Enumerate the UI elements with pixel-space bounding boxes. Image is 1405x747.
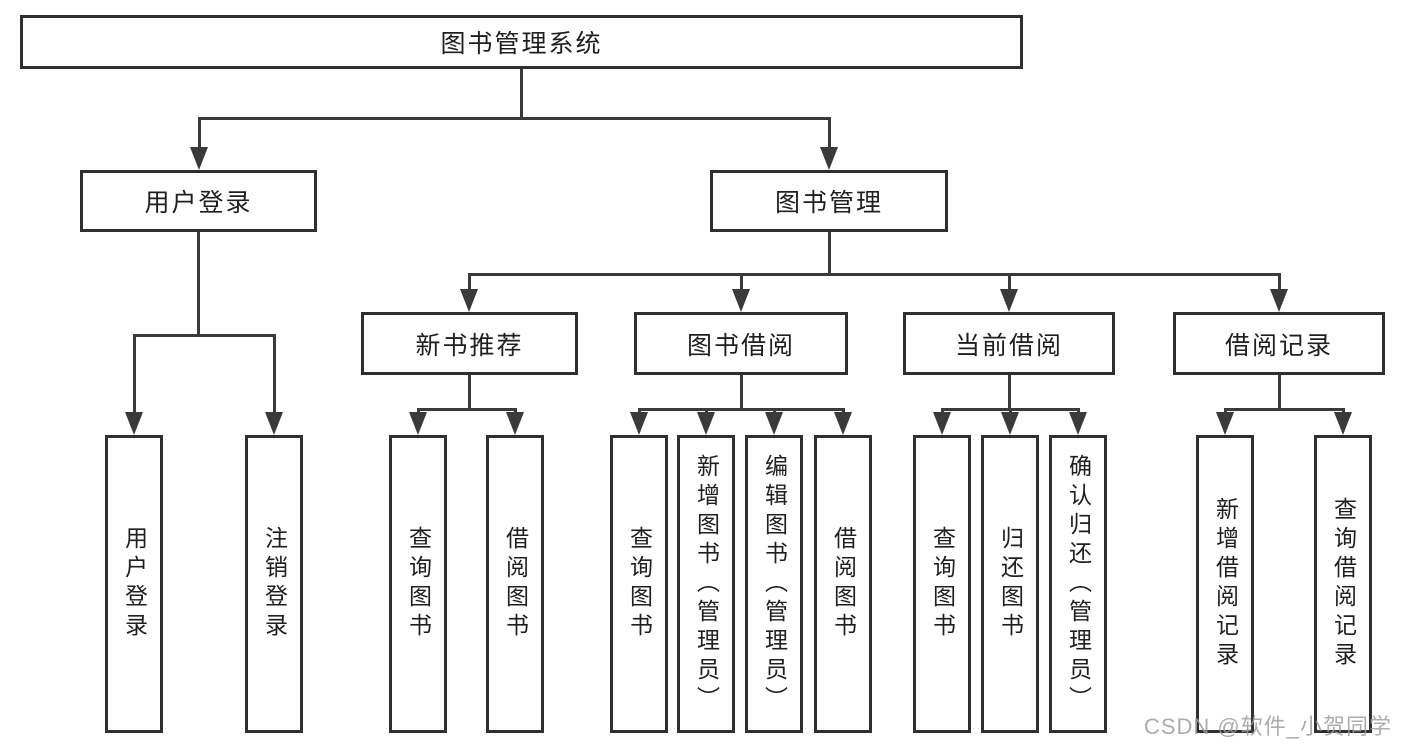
connector-line xyxy=(416,409,420,414)
connector-line xyxy=(132,333,276,337)
node-leaf-query-books-borrowing: 查询图书 xyxy=(610,435,668,733)
node-leaf-user-login: 用户登录 xyxy=(105,435,163,733)
node-label: 新增图书（管理员） xyxy=(693,453,720,715)
node-new-book-recommendation: 新书推荐 xyxy=(361,312,578,375)
node-label: 用户登录 xyxy=(121,526,148,642)
connector-line xyxy=(1277,274,1281,291)
node-leaf-add-borrow-record: 新增借阅记录 xyxy=(1196,435,1254,733)
connector-line xyxy=(1277,375,1281,409)
connector-line xyxy=(739,274,743,291)
connector-line xyxy=(637,409,641,414)
arrowhead-down-icon xyxy=(765,412,783,435)
node-label: 编辑图书（管理员） xyxy=(761,453,788,715)
arrowhead-down-icon xyxy=(460,289,478,312)
connector-line xyxy=(841,409,845,414)
node-label: 查询借阅记录 xyxy=(1330,497,1357,671)
node-leaf-return-books: 归还图书 xyxy=(981,435,1039,733)
arrowhead-down-icon xyxy=(190,147,208,170)
node-leaf-logout: 注销登录 xyxy=(245,435,303,733)
arrowhead-down-icon xyxy=(933,412,951,435)
arrowhead-down-icon xyxy=(1216,412,1234,435)
arrowhead-down-icon xyxy=(409,412,427,435)
connector-line xyxy=(467,272,1281,276)
node-user-login: 用户登录 xyxy=(80,170,317,232)
connector-line xyxy=(467,274,471,291)
node-leaf-borrow-books-recommend: 借阅图书 xyxy=(486,435,544,733)
node-label: 新增借阅记录 xyxy=(1212,497,1239,671)
connector-line xyxy=(519,69,523,118)
connector-line xyxy=(467,375,471,409)
arrowhead-down-icon xyxy=(1270,289,1288,312)
connector-line xyxy=(827,118,831,149)
csdn-watermark: CSDN @软件_小贺同学 xyxy=(1143,714,1392,739)
node-label: 归还图书 xyxy=(997,526,1024,642)
arrowhead-down-icon xyxy=(265,412,283,435)
arrowhead-down-icon xyxy=(820,147,838,170)
connector-line xyxy=(704,409,708,414)
connector-line xyxy=(940,409,944,414)
node-label: 确认归还（管理员） xyxy=(1065,453,1092,715)
node-leaf-confirm-return-admin: 确认归还（管理员） xyxy=(1049,435,1107,733)
node-label: 查询图书 xyxy=(929,526,956,642)
node-label: 图书管理 xyxy=(774,189,883,217)
arrowhead-down-icon xyxy=(732,289,750,312)
connector-line xyxy=(1007,375,1011,409)
connector-line xyxy=(416,407,517,411)
connector-line xyxy=(1076,409,1080,414)
node-label: 图书管理系统 xyxy=(440,30,603,58)
connector-line xyxy=(132,335,136,414)
arrowhead-down-icon xyxy=(834,412,852,435)
arrowhead-down-icon xyxy=(1334,412,1352,435)
connector-line xyxy=(1223,409,1227,414)
node-label: 借阅图书 xyxy=(830,526,857,642)
node-label: 新书推荐 xyxy=(415,331,524,360)
node-label: 借阅图书 xyxy=(502,526,529,642)
node-leaf-query-books-recommend: 查询图书 xyxy=(389,435,447,733)
node-book-borrowing: 图书借阅 xyxy=(634,312,848,375)
node-leaf-query-books-current: 查询图书 xyxy=(913,435,971,733)
node-label: 注销登录 xyxy=(261,526,288,642)
connector-line xyxy=(1007,274,1011,291)
node-leaf-borrow-books-borrowing: 借阅图书 xyxy=(814,435,872,733)
connector-line xyxy=(637,407,845,411)
arrowhead-down-icon xyxy=(125,412,143,435)
connector-line xyxy=(1223,407,1345,411)
connector-line xyxy=(272,335,276,414)
node-current-borrowing: 当前借阅 xyxy=(903,312,1115,375)
connector-line xyxy=(196,232,200,335)
connector-line xyxy=(1008,409,1012,414)
node-label: 用户登录 xyxy=(144,189,253,217)
arrowhead-down-icon xyxy=(697,412,715,435)
connector-line xyxy=(197,116,831,120)
connector-line xyxy=(197,118,201,149)
node-leaf-add-book-admin: 新增图书（管理员） xyxy=(677,435,735,733)
arrowhead-down-icon xyxy=(1000,289,1018,312)
connector-line xyxy=(739,375,743,409)
node-borrowing-records: 借阅记录 xyxy=(1173,312,1385,375)
node-library-management-system: 图书管理系统 xyxy=(20,15,1023,69)
connector-line xyxy=(772,409,776,414)
node-label: 借阅记录 xyxy=(1224,331,1333,360)
connector-line xyxy=(513,409,517,414)
arrowhead-down-icon xyxy=(630,412,648,435)
arrowhead-down-icon xyxy=(1069,412,1087,435)
node-label: 当前借阅 xyxy=(954,331,1063,360)
arrowhead-down-icon xyxy=(1001,412,1019,435)
connector-line xyxy=(1341,409,1345,414)
arrowhead-down-icon xyxy=(506,412,524,435)
node-leaf-edit-book-admin: 编辑图书（管理员） xyxy=(745,435,803,733)
node-label: 图书借阅 xyxy=(686,331,795,360)
node-label: 查询图书 xyxy=(405,526,432,642)
node-leaf-query-borrow-record: 查询借阅记录 xyxy=(1314,435,1372,733)
node-book-management: 图书管理 xyxy=(710,170,948,232)
node-label: 查询图书 xyxy=(626,526,653,642)
connector-line xyxy=(827,232,831,274)
